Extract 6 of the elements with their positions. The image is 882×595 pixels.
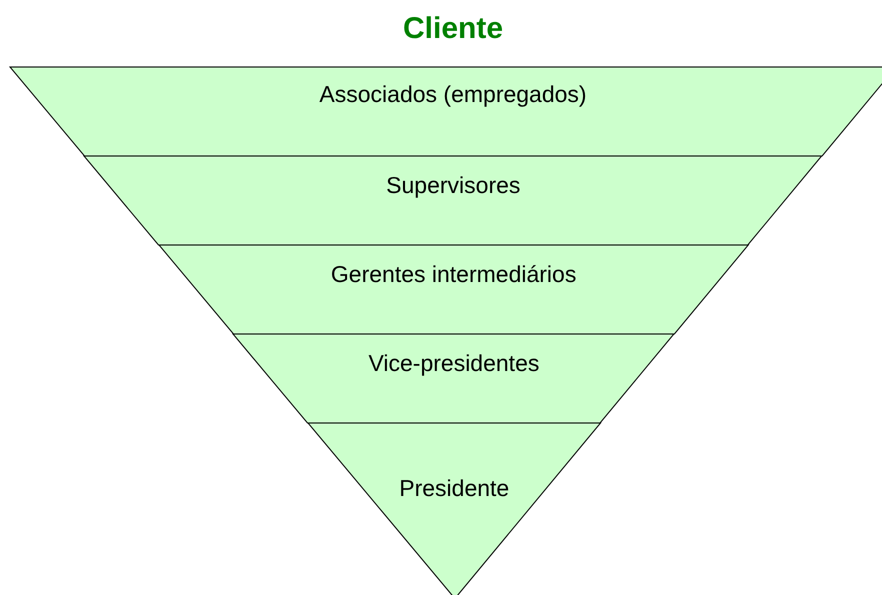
level-label: Presidente bbox=[399, 475, 510, 502]
level-label: Associados (empregados) bbox=[319, 81, 587, 108]
level-label: Gerentes intermediários bbox=[330, 261, 576, 288]
level-label: Supervisores bbox=[386, 172, 520, 199]
level-label: Vice-presidentes bbox=[368, 350, 540, 377]
title: Cliente bbox=[402, 12, 504, 45]
